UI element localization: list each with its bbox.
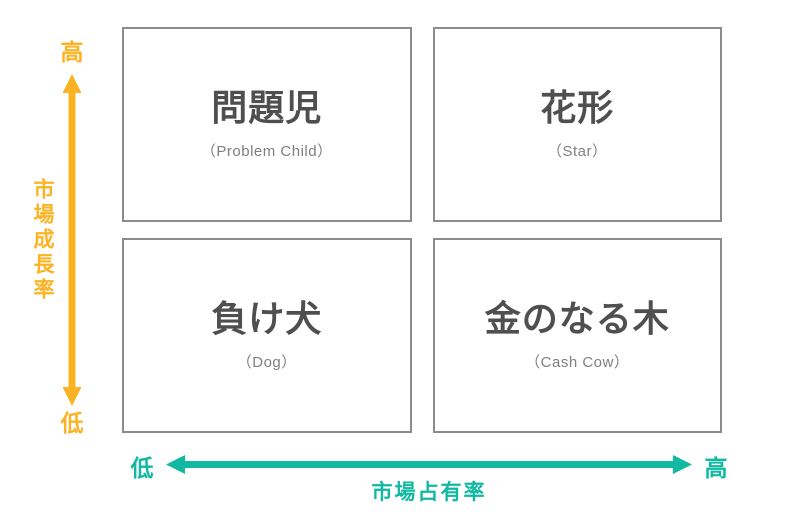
- quadrant-star: 花形 （Star）: [432, 27, 722, 222]
- share-axis-high-label: 高: [704, 455, 728, 481]
- quadrant-subtitle: （Dog）: [236, 353, 297, 371]
- quadrant-grid: 問題児 （Problem Child） 花形 （Star） 負け犬 （Dog） …: [122, 27, 722, 433]
- quadrant-title: 負け犬: [211, 298, 323, 340]
- quadrant-subtitle: （Problem Child）: [200, 142, 333, 160]
- quadrant-subtitle: （Star）: [546, 142, 608, 160]
- quadrant-subtitle: （Cash Cow）: [525, 353, 630, 371]
- quadrant-title: 花形: [540, 87, 615, 129]
- horizontal-double-arrow-icon: [166, 455, 692, 474]
- growth-axis-label-wrap: 市場成長率: [28, 74, 56, 406]
- growth-axis-label: 市場成長率: [31, 177, 54, 303]
- quadrant-dog: 負け犬 （Dog）: [122, 238, 412, 433]
- growth-axis-high-label: 高: [60, 39, 84, 65]
- quadrant-title: 問題児: [211, 87, 323, 129]
- vertical-double-arrow-icon: [62, 74, 82, 406]
- quadrant-title: 金のなる木: [484, 298, 670, 340]
- share-axis-low-label: 低: [130, 455, 154, 481]
- quadrant-cash-cow: 金のなる木 （Cash Cow）: [432, 238, 722, 433]
- growth-axis-low-label: 低: [60, 410, 84, 436]
- quadrant-problem-child: 問題児 （Problem Child）: [122, 27, 412, 222]
- share-axis-label: 市場占有率: [371, 481, 487, 504]
